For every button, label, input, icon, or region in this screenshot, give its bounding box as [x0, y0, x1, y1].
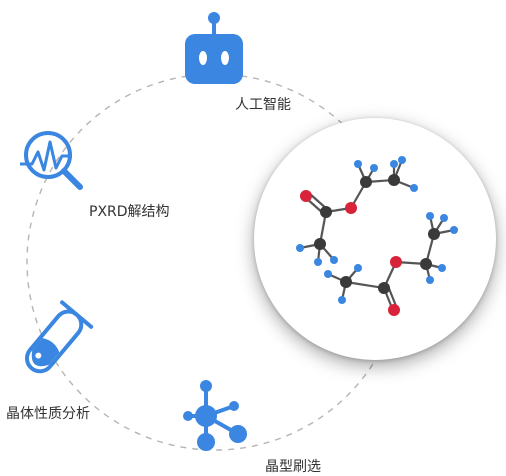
node-label-pxrd: PXRD解结构	[89, 204, 170, 220]
robot-icon	[185, 12, 243, 84]
molecule-structure-icon	[296, 156, 458, 316]
node-label-crystal-analysis: 晶体性质分析	[6, 406, 90, 422]
molecule-card	[254, 118, 496, 360]
node-label-crystal-screening: 晶型刷选	[265, 459, 321, 475]
molecule-network-icon	[183, 380, 247, 451]
pxrd-magnifier-chart-icon	[20, 131, 83, 190]
node-label-ai: 人工智能	[235, 97, 291, 113]
test-tube-icon	[24, 300, 94, 374]
